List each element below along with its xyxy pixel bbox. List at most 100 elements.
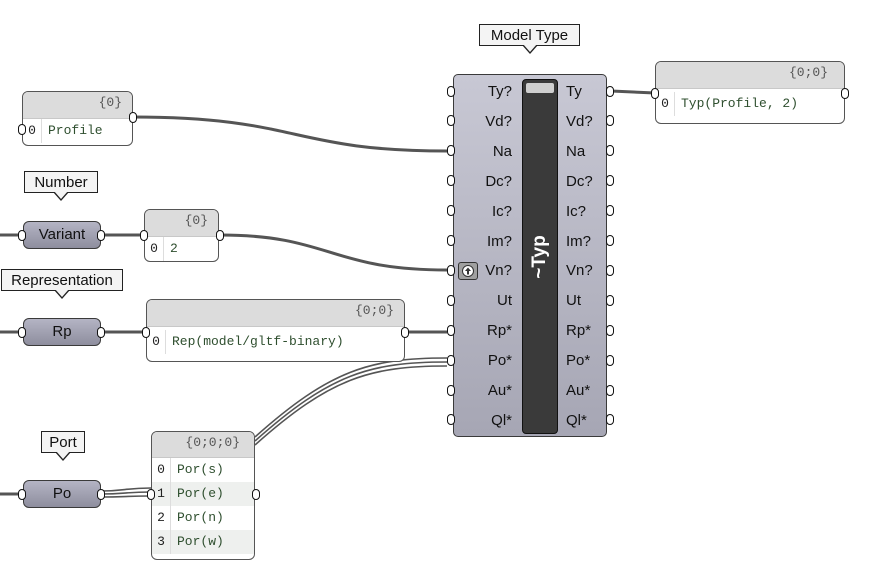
output-grip[interactable]	[606, 414, 614, 426]
input-pin[interactable]: Ql*	[491, 411, 512, 429]
panel-row: 3 Por(w)	[152, 530, 254, 554]
model-type-tooltip: Model Type	[479, 24, 580, 54]
output-grip[interactable]	[606, 294, 614, 306]
grip[interactable]	[18, 327, 26, 338]
po-label: Po	[52, 485, 72, 502]
grip[interactable]	[142, 327, 150, 338]
representation-tooltip-label: Representation	[11, 272, 113, 289]
output-grip[interactable]	[606, 324, 614, 336]
input-grip[interactable]	[447, 324, 455, 336]
grip[interactable]	[97, 327, 105, 338]
output-grip[interactable]	[606, 264, 614, 276]
grip[interactable]	[216, 230, 224, 241]
grip[interactable]	[147, 489, 155, 500]
panel-path: {0;0}	[354, 303, 394, 318]
input-grip[interactable]	[447, 384, 455, 396]
output-grip[interactable]	[606, 205, 614, 217]
grip[interactable]	[18, 489, 26, 500]
variant-component[interactable]: Variant	[23, 221, 101, 249]
rp-label: Rp	[52, 323, 72, 340]
rp-component[interactable]: Rp	[23, 318, 101, 346]
input-grip[interactable]	[447, 145, 455, 157]
grip[interactable]	[841, 88, 849, 99]
input-pin[interactable]: Ty?	[487, 83, 512, 100]
input-pin[interactable]: Ic?	[491, 202, 512, 220]
row-value: 2	[170, 241, 178, 256]
input-grip[interactable]	[447, 85, 455, 97]
input-pin[interactable]: Po*	[487, 352, 512, 370]
component-title-bar[interactable]: ~Typ	[522, 79, 558, 434]
output-grip[interactable]	[606, 235, 614, 246]
input-grip[interactable]	[447, 175, 455, 187]
row-index: 2	[152, 506, 171, 530]
grip[interactable]	[651, 88, 659, 99]
grip[interactable]	[140, 230, 148, 241]
panel-path: {0;0;0}	[185, 435, 240, 450]
input-pin[interactable]: Au*	[487, 382, 512, 399]
grip[interactable]	[252, 489, 260, 500]
input-grip[interactable]	[447, 235, 455, 246]
input-grip[interactable]	[447, 294, 455, 306]
wire-variant-vn	[219, 233, 448, 272]
model-type-tooltip-label: Model Type	[490, 27, 569, 44]
row-value: Por(w)	[177, 534, 224, 549]
panel-header: {0;0;0}	[152, 432, 254, 458]
input-pin[interactable]: Im?	[486, 232, 512, 250]
wire-po-panel-a	[100, 487, 152, 492]
output-pin[interactable]: Na	[566, 142, 586, 160]
panel-header: {0;0}	[147, 300, 404, 327]
output-pin[interactable]: Dc?	[566, 172, 593, 190]
grip[interactable]	[401, 327, 409, 338]
output-grip[interactable]	[606, 115, 614, 127]
output-pin[interactable]: Vn?	[566, 262, 593, 280]
input-grip[interactable]	[447, 115, 455, 127]
grip[interactable]	[97, 230, 105, 241]
row-index: 0	[145, 237, 164, 261]
output-grip[interactable]	[606, 354, 614, 366]
input-pin[interactable]: Dc?	[485, 172, 512, 190]
input-pin[interactable]: Rp*	[486, 322, 512, 340]
grip[interactable]	[97, 489, 105, 500]
output-grip[interactable]	[606, 175, 614, 187]
wire-po-panel-b	[100, 491, 152, 495]
output-pin[interactable]: Ql*	[566, 411, 587, 429]
output-pin[interactable]: Rp*	[566, 322, 592, 340]
output-pin[interactable]: Ty	[566, 83, 582, 100]
input-pin[interactable]: Ut	[497, 292, 512, 310]
row-index: 3	[152, 530, 171, 554]
grip[interactable]	[18, 124, 26, 135]
input-pin[interactable]: Vd?	[485, 112, 512, 130]
input-grip[interactable]	[447, 414, 455, 426]
input-grip[interactable]	[447, 264, 455, 276]
output-pin[interactable]: Ic?	[566, 202, 587, 220]
grip[interactable]	[18, 230, 26, 241]
output-grip[interactable]	[606, 384, 614, 396]
output-pin[interactable]: Vd?	[566, 112, 593, 130]
output-grip[interactable]	[606, 145, 614, 157]
input-pin[interactable]: Na	[492, 142, 512, 160]
output-pin[interactable]: Po*	[566, 352, 591, 370]
grip[interactable]	[129, 112, 137, 123]
output-grip[interactable]	[606, 85, 614, 97]
input-grip[interactable]	[447, 205, 455, 217]
input-grip[interactable]	[447, 354, 455, 366]
row-index: 0	[147, 330, 166, 354]
output-pin[interactable]: Ut	[566, 292, 581, 310]
output-pin[interactable]: Im?	[566, 232, 592, 250]
output-pin[interactable]: Au*	[566, 382, 591, 399]
input-pin[interactable]: Vn?	[485, 262, 512, 280]
po-component[interactable]: Po	[23, 480, 101, 508]
row-index: 0	[23, 119, 42, 143]
number-tooltip-label: Number	[34, 174, 88, 191]
title-bar-cap	[526, 83, 554, 93]
up-arrow-icon[interactable]	[458, 262, 478, 280]
